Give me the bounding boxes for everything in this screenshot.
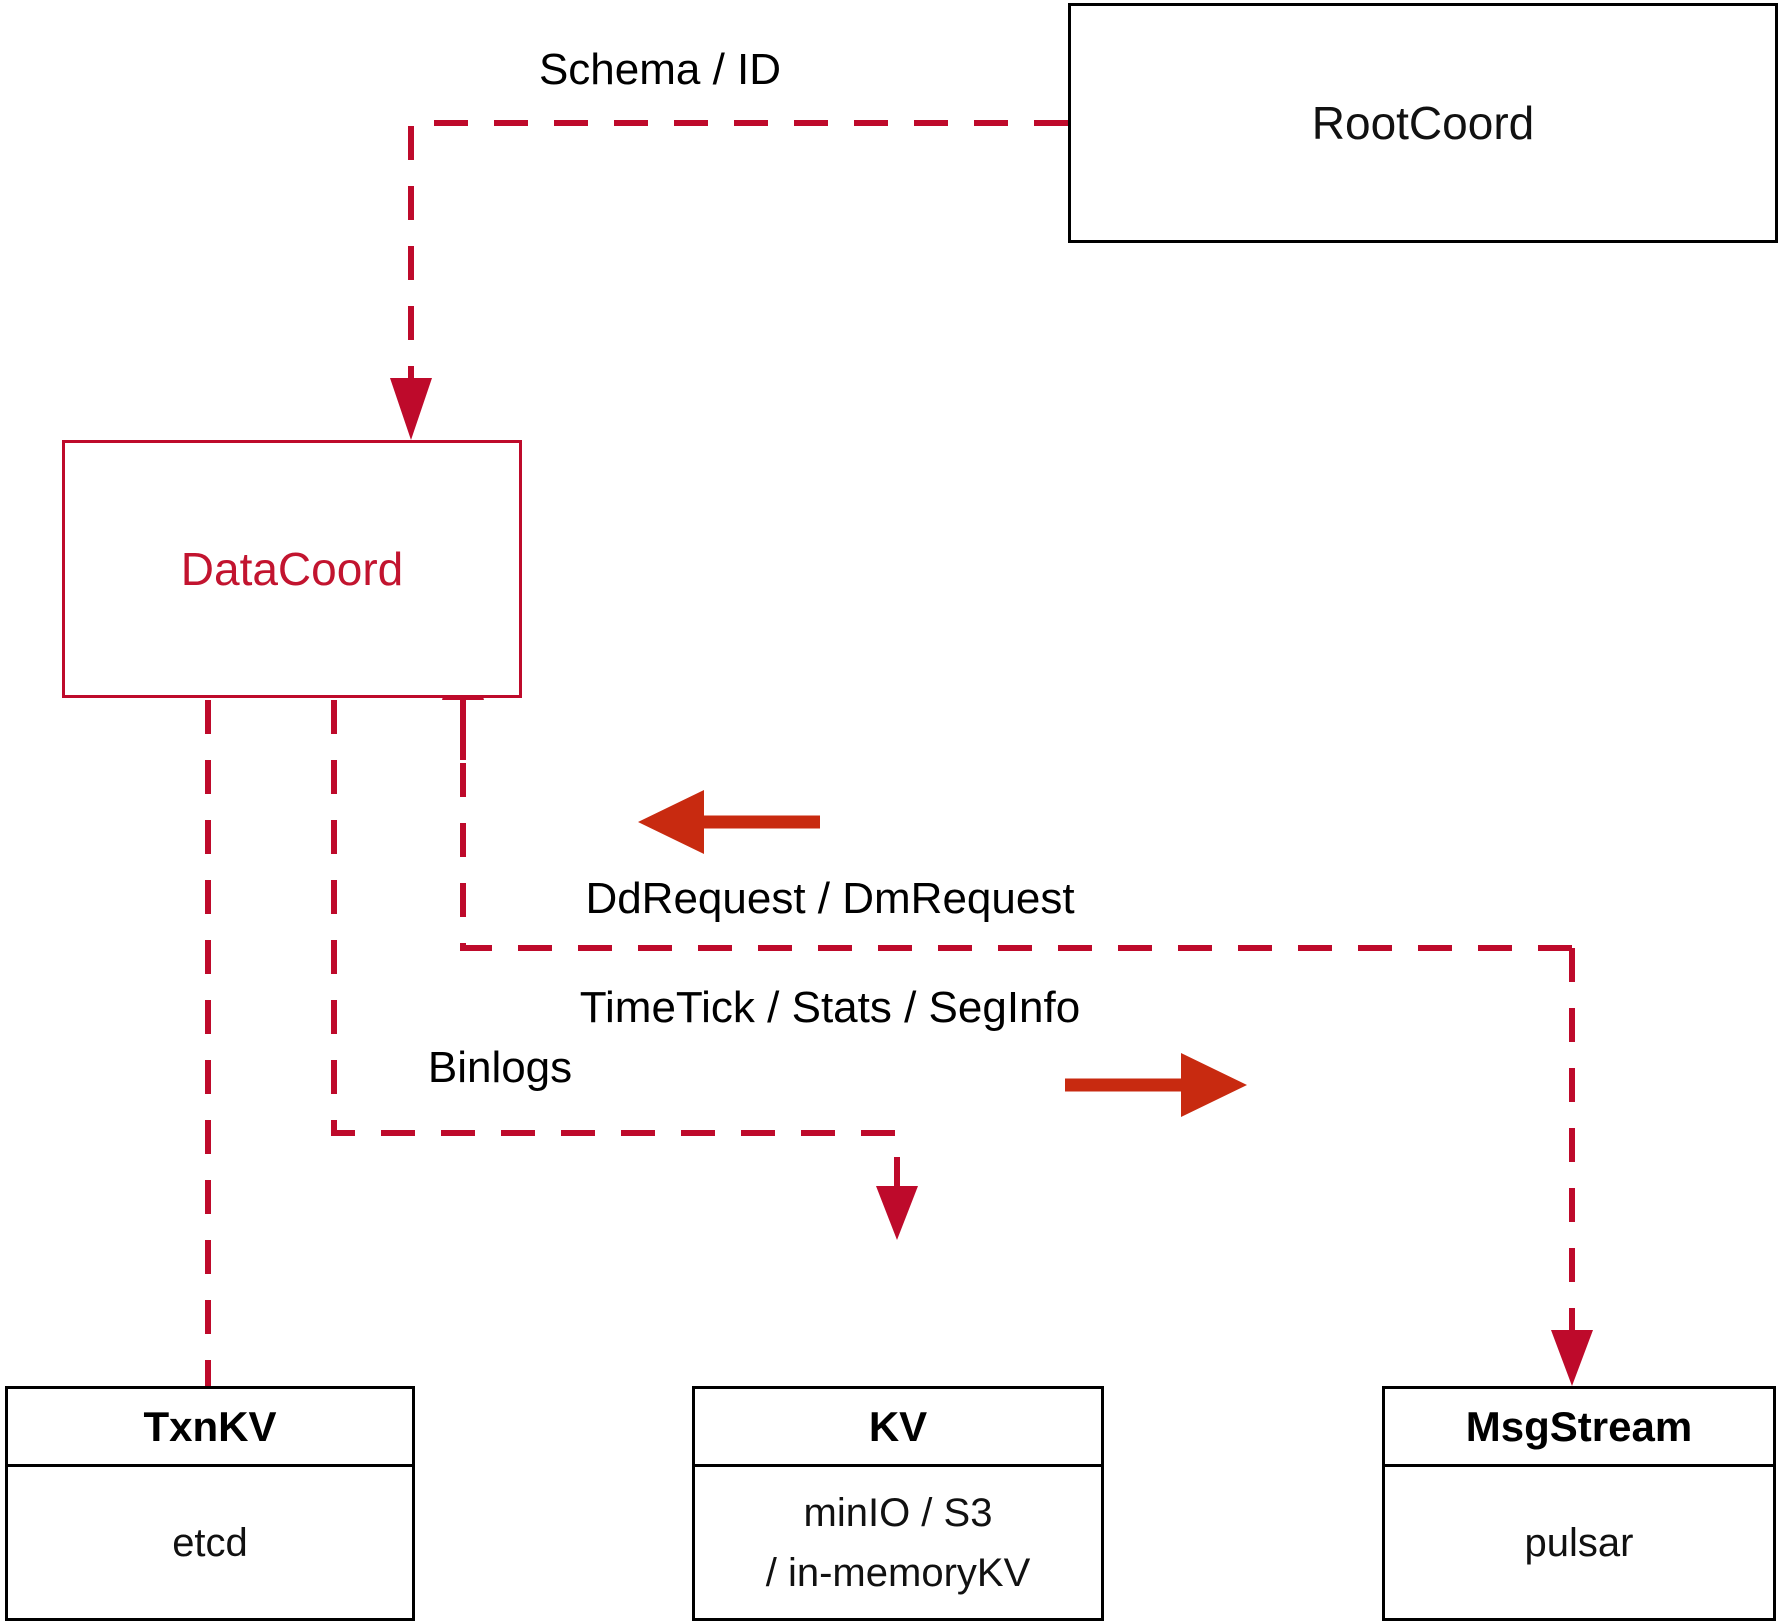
node-msgstream-title: MsgStream [1385, 1389, 1773, 1467]
edge-label-timetick-stats-seginfo: TimeTick / Stats / SegInfo [579, 983, 1081, 1032]
edge-rootcoord-to-datacoord [390, 120, 1068, 440]
inbound-direction-arrow-icon [638, 790, 820, 854]
node-txnkv-title: TxnKV [8, 1389, 412, 1467]
node-txnkv[interactable]: TxnKV etcd [5, 1386, 415, 1621]
edge-label-schema-id: Schema / ID [538, 45, 782, 94]
node-msgstream-body: pulsar [1385, 1467, 1773, 1618]
node-kv-body: minIO / S3 / in-memoryKV [695, 1467, 1101, 1618]
node-kv-title: KV [695, 1389, 1101, 1467]
node-rootcoord-label: RootCoord [1311, 96, 1535, 149]
edge-label-dd-dm-request: DdRequest / DmRequest [585, 874, 1075, 923]
node-rootcoord[interactable]: RootCoord [1068, 3, 1778, 243]
node-datacoord[interactable]: DataCoord [62, 440, 522, 698]
node-kv[interactable]: KV minIO / S3 / in-memoryKV [692, 1386, 1104, 1621]
edge-label-binlogs: Binlogs [427, 1043, 573, 1092]
node-msgstream-line-0: pulsar [1524, 1520, 1634, 1565]
edge-datacoord-to-msgstream [1551, 948, 1593, 1386]
node-txnkv-line-0: etcd [172, 1520, 248, 1565]
node-kv-line-0: minIO / S3 [803, 1490, 993, 1535]
edge-datacoord-to-kv [331, 700, 918, 1240]
node-msgstream[interactable]: MsgStream pulsar [1382, 1386, 1776, 1621]
node-txnkv-body: etcd [8, 1467, 412, 1618]
node-kv-line-1: / in-memoryKV [765, 1550, 1031, 1595]
node-datacoord-label: DataCoord [180, 542, 404, 595]
outbound-direction-arrow-icon [1065, 1053, 1247, 1117]
